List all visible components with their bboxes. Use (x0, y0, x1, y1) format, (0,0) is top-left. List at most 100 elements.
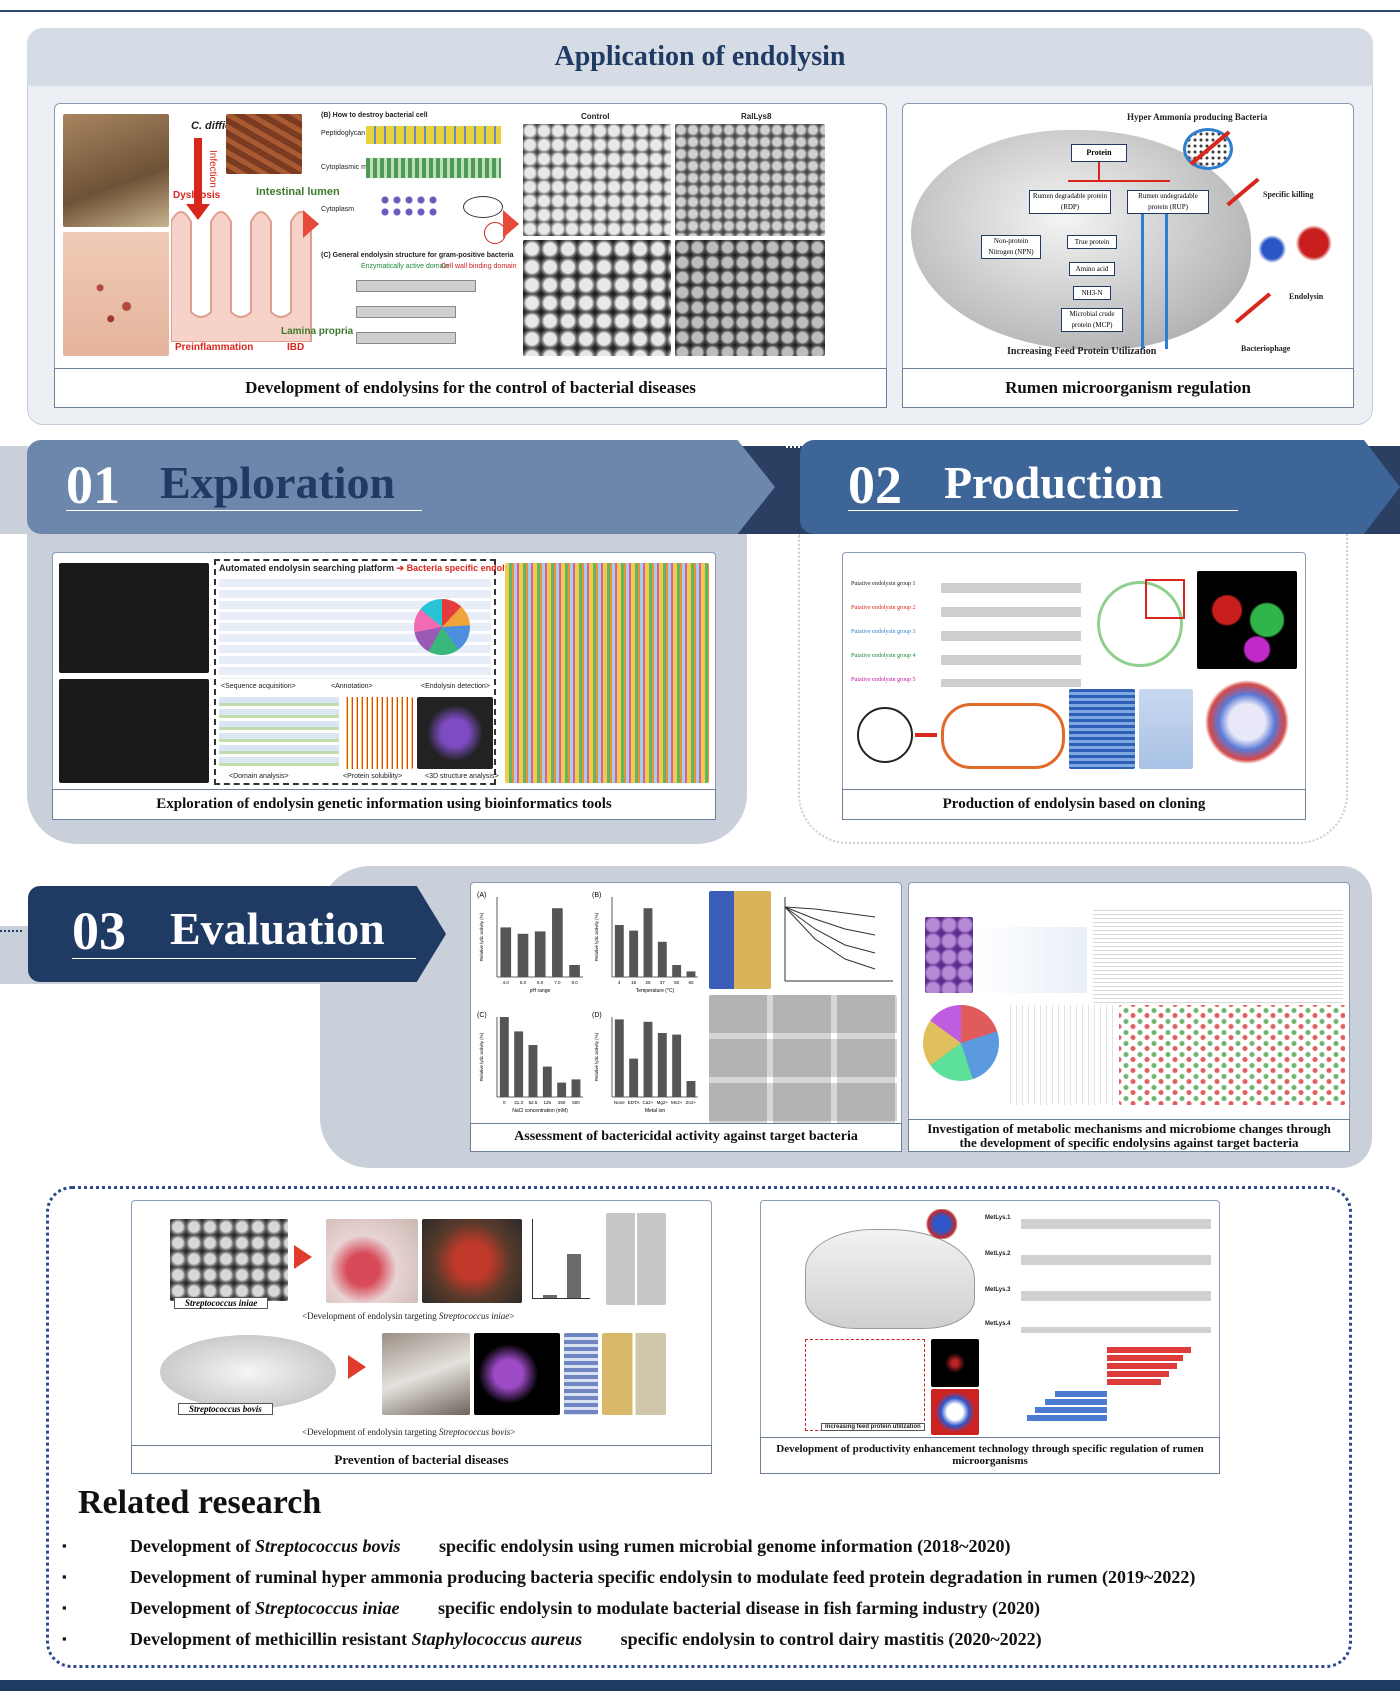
amino-acid-box: Amino acid (1069, 262, 1115, 276)
exploration-title: Exploration (160, 457, 396, 508)
iniae-bar-control (543, 1295, 557, 1298)
sds-page-gel-1 (1069, 689, 1135, 769)
bovis-gel-image (564, 1333, 598, 1415)
rup-flow (1165, 214, 1168, 349)
true-protein-box: True protein (1067, 235, 1117, 249)
bovis-arrow-icon (348, 1355, 366, 1379)
metabolic-caption: Investigation of metabolic mechanisms an… (908, 1119, 1350, 1152)
cytoplasm-label: Cytoplasm (321, 206, 355, 213)
chart-3-title: (D) (592, 1012, 602, 1019)
chart-2-tick-5: 500 (572, 1100, 580, 1105)
membrane-layer (366, 158, 501, 178)
metlys-2-label: MetLys.2 (985, 1251, 1011, 1257)
production-area (798, 534, 1348, 844)
annotation-label: <Annotation> (331, 683, 373, 690)
chart-0-tick-1: 5.0 (520, 980, 527, 985)
ecoli-cell (941, 703, 1065, 769)
prevention-panel: Streptococcus iniae <Development of endo… (131, 1200, 712, 1474)
infection-label: Infection (207, 150, 218, 188)
related-item-3: Development of Streptococcus iniae speci… (62, 1598, 1040, 1619)
bovine-photo (382, 1333, 470, 1415)
arrow-2-icon (503, 210, 519, 238)
sem-treated-2 (675, 240, 825, 356)
flow-line-1 (1098, 162, 1100, 182)
cbd-domain-label: Cell wall binding domain (441, 263, 517, 270)
iniae-arrow-icon (294, 1245, 312, 1269)
prevention-figure: Streptococcus iniae <Development of endo… (136, 1205, 709, 1445)
production-header (800, 440, 1400, 534)
sem-control-2 (523, 240, 671, 356)
metabolic-figure (913, 887, 1347, 1119)
exploration-header (27, 440, 775, 534)
chart-3-bar-0 (614, 1019, 624, 1097)
peptidoglycan-layer (366, 126, 501, 144)
evaluation-num: 03 (72, 901, 126, 961)
sds-page-gel-2 (1139, 689, 1193, 769)
chart-3-bar-5 (686, 1081, 696, 1097)
chart-3-tick-5: Zn2+ (686, 1100, 697, 1105)
productivity-panel: MetLys.1 MetLys.2 MetLys.3 MetLys.4 Incr… (760, 1200, 1220, 1474)
chart-1-tick-4: 50 (674, 980, 680, 985)
bovis-rumen-shape (160, 1335, 336, 1409)
bovis-dev-label: <Development of endolysin targeting Stre… (302, 1427, 516, 1437)
related-item-1: Development of Streptococcus bovis speci… (62, 1536, 1011, 1557)
chart-2-bar-3 (542, 1066, 552, 1097)
domain-analysis-label: <Domain analysis> (229, 773, 289, 780)
iniae-dev-label: <Development of endolysin targeting Stre… (302, 1311, 515, 1321)
solubility-image (343, 697, 413, 769)
iniae-sem-image (170, 1219, 288, 1301)
domain-architecture (941, 577, 1081, 687)
mcp-box: Microbial crude protein (MCP) (1061, 308, 1123, 332)
chart-2-tick-4: 250 (558, 1100, 566, 1105)
chart-0-title: (A) (477, 892, 486, 899)
chart-3-tick-1: EDTA (628, 1100, 640, 1105)
bottom-section (46, 1186, 1352, 1668)
chart-1-bar-3 (657, 941, 667, 977)
chart-3-bar-3 (657, 1033, 667, 1097)
bovis-tube-image (602, 1333, 666, 1415)
flow-line-2 (1068, 180, 1170, 182)
tk-line-3 (784, 906, 876, 954)
chart-3-tick-0: None (614, 1100, 625, 1105)
chart-1-tick-0: 4 (618, 980, 621, 985)
endolysin-structure-image (1241, 220, 1345, 278)
chart-1-ylabel: Relative lytic activity (%) (594, 912, 599, 961)
production-caption: Production of endolysin based on cloning (842, 789, 1306, 820)
endolysin-molecules (379, 194, 439, 220)
metlys-structure-2 (931, 1389, 979, 1435)
chart-2-bar-5 (571, 1079, 581, 1097)
destroy-cell-label: (B) How to destroy bacterial cell (321, 112, 428, 119)
group-1-label: Putative endolysin group 1 (851, 581, 916, 587)
protein-box: Protein (1071, 144, 1127, 162)
vector-plasmid (857, 707, 913, 763)
cloning-arrow-icon (915, 733, 937, 737)
metlys-1-label: MetLys.1 (985, 1215, 1011, 1221)
seq-acq-label: <Sequence acquisition> (221, 683, 296, 690)
metabolic-caption-line-2: the development of specific endolysins a… (959, 1134, 1299, 1150)
feed-protein-label: Increasing Feed Protein Utilization (1007, 346, 1157, 357)
nh3-box: NH3-N (1073, 286, 1111, 300)
intestinal-lumen-label: Intestinal lumen (256, 186, 340, 198)
chart-3-tick-3: Mg2+ (657, 1100, 669, 1105)
plate-images (709, 995, 897, 1123)
chart-2-tick-3: 125 (544, 1100, 552, 1105)
chart-2-title: (C) (477, 1012, 487, 1019)
application-title: Application of endolysin (554, 41, 846, 72)
rumen-figure: Hyper Ammonia producing Bacteria Protein… (911, 110, 1347, 364)
forest-plots (1093, 907, 1343, 1003)
production-figure: Putative endolysin group 1 Putative endo… (849, 557, 1301, 787)
evaluation-title: Evaluation (170, 903, 385, 954)
chart-1-bar-2 (643, 908, 653, 977)
div-bar-4 (1107, 1371, 1169, 1377)
chart-2-tick-1: 31.3 (514, 1100, 523, 1105)
plasmid-map (1097, 581, 1183, 667)
related-item-4: Development of methicillin resistant Sta… (62, 1629, 1042, 1650)
group-5-label: Putative endolysin group 5 (851, 677, 916, 683)
tk-line-1 (784, 906, 876, 918)
prevention-caption: Prevention of bacterial diseases (131, 1445, 712, 1474)
chart-0-tick-2: 6.0 (537, 980, 544, 985)
heatmap (1005, 1005, 1115, 1105)
treatment-diagram (977, 927, 1087, 993)
chart-3-bar-1 (629, 1058, 639, 1097)
